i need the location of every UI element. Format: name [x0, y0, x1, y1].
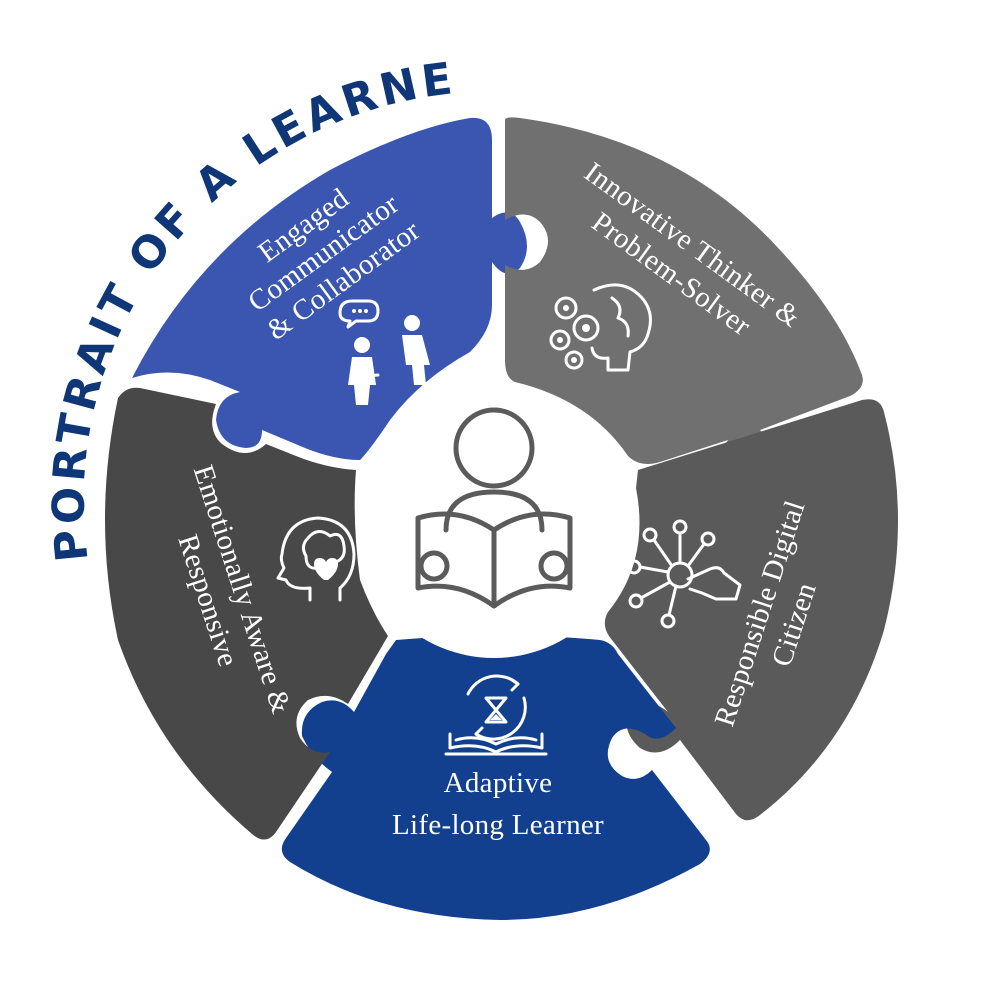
hand-network-icon	[626, 519, 742, 629]
head-heart-icon	[276, 516, 356, 602]
segment-emotional	[105, 387, 388, 840]
segment-innovative	[505, 117, 863, 478]
segment-adaptive-label: Adaptive Life-long Learner	[392, 767, 604, 841]
segment-responsible	[604, 399, 898, 821]
center-circle	[356, 382, 632, 658]
adaptive-line-1: Adaptive	[444, 767, 553, 799]
brain-gears-icon	[549, 283, 652, 372]
adaptive-line-2: Life-long Learner	[392, 809, 604, 841]
person-reading-icon	[415, 407, 573, 609]
people-chatting-icon	[338, 299, 430, 405]
segment-engaged	[132, 117, 527, 460]
segment-adaptive	[281, 636, 710, 920]
book-hourglass-icon	[444, 674, 548, 756]
puzzle-ring	[105, 117, 898, 920]
